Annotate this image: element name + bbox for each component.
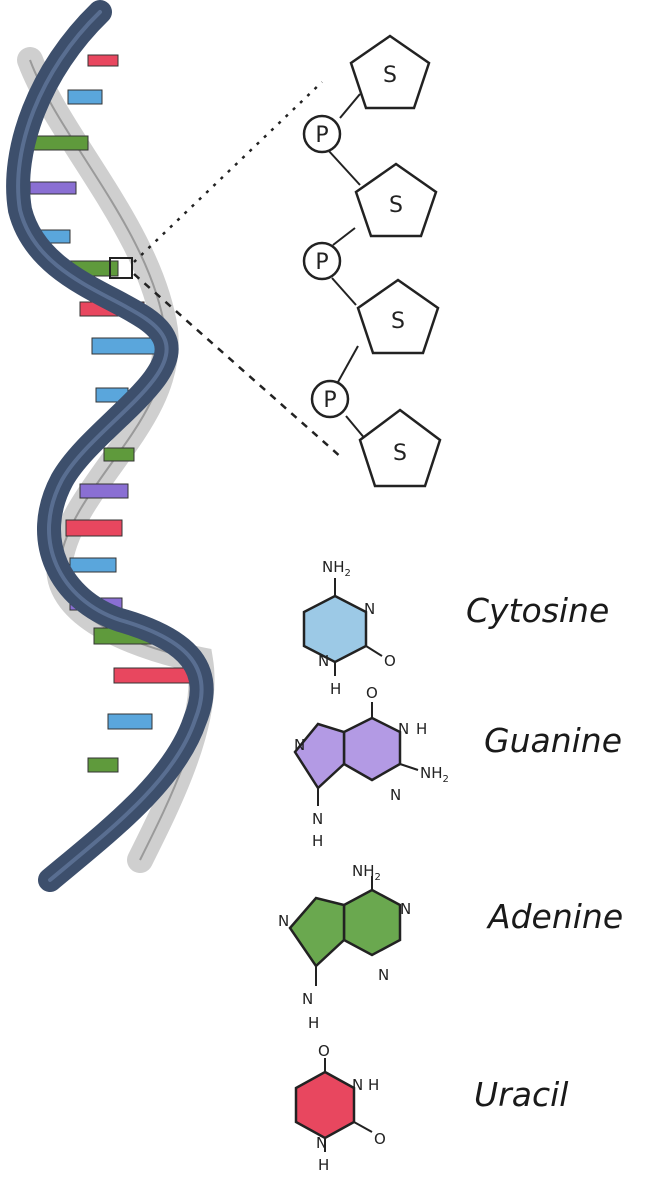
phosphate-label: P bbox=[323, 388, 336, 413]
phosphate-label: P bbox=[315, 123, 328, 148]
backbone-bond bbox=[339, 93, 361, 119]
guanine-n1-h: H bbox=[416, 720, 427, 738]
uracil-label: Uracil bbox=[474, 1075, 568, 1114]
sugar-label: S bbox=[383, 63, 397, 88]
guanine-o: O bbox=[366, 684, 378, 702]
zoom-line-lower bbox=[133, 273, 343, 459]
uracil-n3-h: H bbox=[368, 1076, 379, 1094]
rung bbox=[65, 519, 123, 537]
sugar-label: S bbox=[391, 309, 405, 334]
cytosine-molecule: NH2 N O N H Cytosine bbox=[302, 558, 609, 698]
adenine-n3: N bbox=[378, 966, 389, 984]
adenine-n1: N bbox=[400, 900, 411, 918]
adenine-label: Adenine bbox=[486, 897, 623, 936]
sugar-node: S bbox=[349, 34, 431, 110]
adenine-six-ring bbox=[342, 888, 402, 957]
cytosine-n3: N bbox=[364, 600, 375, 618]
phosphate-node: P bbox=[302, 241, 342, 281]
zoom-region-box bbox=[109, 257, 133, 279]
uracil-h: H bbox=[318, 1156, 329, 1174]
guanine-amine: NH2 bbox=[420, 764, 449, 785]
rung bbox=[29, 181, 77, 195]
guanine-five-ring bbox=[293, 722, 346, 790]
rung bbox=[107, 713, 153, 730]
uracil-ring bbox=[294, 1070, 356, 1140]
phosphate-node: P bbox=[302, 114, 342, 154]
guanine-six-ring bbox=[342, 716, 402, 782]
rung bbox=[67, 89, 103, 105]
guanine-label: Guanine bbox=[484, 721, 622, 760]
guanine-n3: N bbox=[390, 786, 401, 804]
adenine-n9: N bbox=[302, 990, 313, 1008]
cytosine-o: O bbox=[384, 652, 396, 670]
sugar-phosphate-backbone: S S S S P P P bbox=[302, 34, 442, 488]
phosphate-node: P bbox=[310, 379, 350, 419]
rung bbox=[79, 483, 129, 499]
rung bbox=[87, 54, 119, 67]
uracil-o4: O bbox=[318, 1042, 330, 1060]
sugar-node: S bbox=[358, 408, 442, 488]
guanine-n9: N bbox=[312, 810, 323, 828]
sugar-label: S bbox=[389, 193, 403, 218]
backbone-bond bbox=[337, 345, 359, 383]
cytosine-h: H bbox=[330, 680, 341, 698]
guanine-h: H bbox=[312, 832, 323, 850]
sugar-node: S bbox=[356, 278, 440, 355]
guanine-n7: N bbox=[294, 736, 305, 754]
sugar-label: S bbox=[393, 441, 407, 466]
cytosine-label: Cytosine bbox=[466, 591, 609, 630]
cytosine-n1: N bbox=[318, 652, 329, 670]
phosphate-label: P bbox=[315, 250, 328, 275]
zoom-line-upper bbox=[133, 81, 323, 263]
dna-double-helix bbox=[6, 0, 215, 892]
backbone-bond bbox=[345, 415, 367, 441]
zoom-guide-lines bbox=[133, 81, 343, 459]
uracil-n1: N bbox=[316, 1134, 327, 1152]
adenine-five-ring bbox=[288, 896, 346, 968]
adenine-h: H bbox=[308, 1014, 319, 1032]
rung bbox=[87, 757, 119, 773]
rung bbox=[103, 447, 135, 462]
rung bbox=[113, 667, 191, 684]
rung bbox=[91, 337, 163, 355]
backbone-bond bbox=[327, 149, 361, 186]
rung bbox=[29, 135, 89, 151]
backbone-bond bbox=[332, 227, 356, 246]
guanine-n1: N bbox=[398, 720, 409, 738]
rung bbox=[69, 557, 117, 573]
adenine-molecule: NH2 N N N N H Adenine bbox=[278, 862, 623, 1032]
adenine-n7: N bbox=[278, 912, 289, 930]
cytosine-ring bbox=[302, 594, 368, 664]
cytosine-amine: NH2 bbox=[322, 558, 351, 579]
guanine-molecule: O N H NH2 N N N H Guanine bbox=[293, 684, 622, 850]
uracil-n3: N bbox=[352, 1076, 363, 1094]
uracil-molecule: O N H O N H Uracil bbox=[294, 1042, 568, 1174]
uracil-o2: O bbox=[374, 1130, 386, 1148]
backbone-bond bbox=[331, 277, 357, 306]
adenine-amine: NH2 bbox=[352, 862, 381, 883]
sugar-node: S bbox=[354, 162, 438, 238]
helix-front-strand-highlight bbox=[16, 10, 204, 882]
